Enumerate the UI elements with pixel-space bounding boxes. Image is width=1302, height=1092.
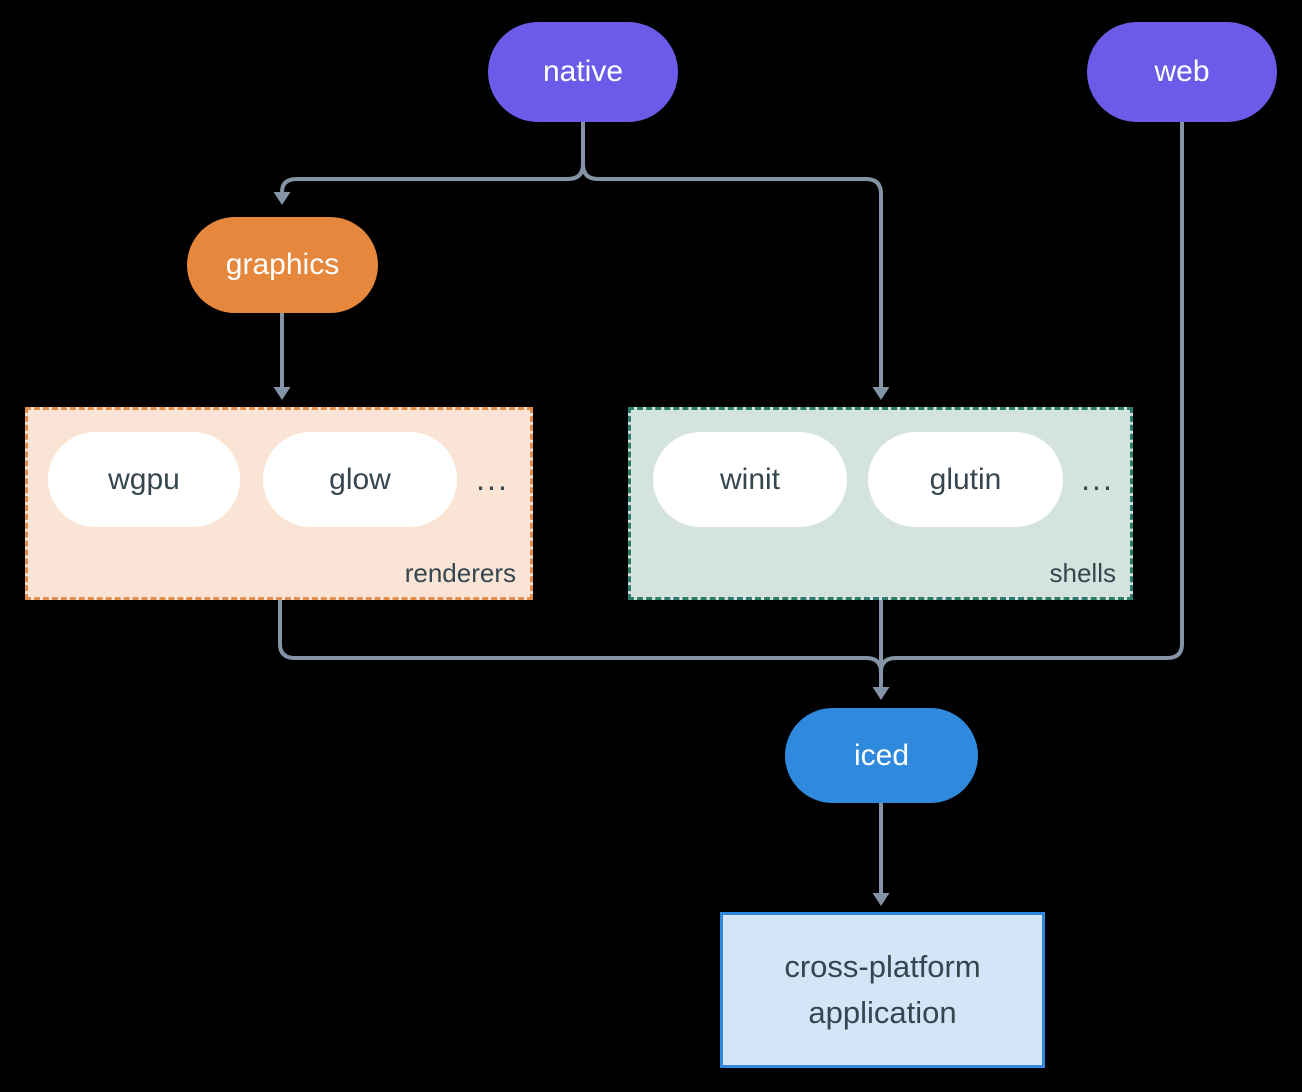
arrowhead-shells — [872, 387, 890, 400]
node-application-label: cross-platform application — [784, 948, 981, 1031]
node-cross-platform-application: cross-platform application — [720, 912, 1045, 1068]
arrowhead-application — [872, 893, 890, 906]
edge-native-to-graphics — [280, 122, 585, 193]
renderers-ellipsis: ... — [476, 461, 509, 497]
shells-ellipsis: ... — [1081, 461, 1114, 497]
arrowhead-renderers — [273, 387, 291, 400]
node-web-label: web — [1154, 55, 1210, 88]
node-winit-label: winit — [719, 462, 780, 496]
node-iced: iced — [785, 708, 978, 803]
edge-native-to-shells — [581, 122, 883, 387]
edge-renderers-to-iced — [278, 600, 883, 673]
node-glutin: glutin — [868, 432, 1063, 527]
group-shells-label: shells — [1049, 558, 1116, 588]
node-graphics-label: graphics — [225, 248, 340, 281]
arrowhead-iced — [872, 687, 890, 700]
node-glow-label: glow — [329, 462, 391, 496]
node-wgpu: wgpu — [48, 432, 240, 527]
node-native: native — [488, 22, 678, 122]
node-winit: winit — [653, 432, 847, 527]
node-glow: glow — [263, 432, 457, 527]
node-glutin-label: glutin — [929, 462, 1002, 496]
node-graphics: graphics — [187, 217, 378, 313]
node-iced-label: iced — [853, 738, 910, 772]
group-renderers-label: renderers — [404, 558, 516, 588]
arrowhead-graphics — [273, 192, 291, 205]
node-wgpu-label: wgpu — [108, 462, 180, 496]
node-native-label: native — [542, 55, 624, 88]
node-web: web — [1087, 22, 1277, 122]
